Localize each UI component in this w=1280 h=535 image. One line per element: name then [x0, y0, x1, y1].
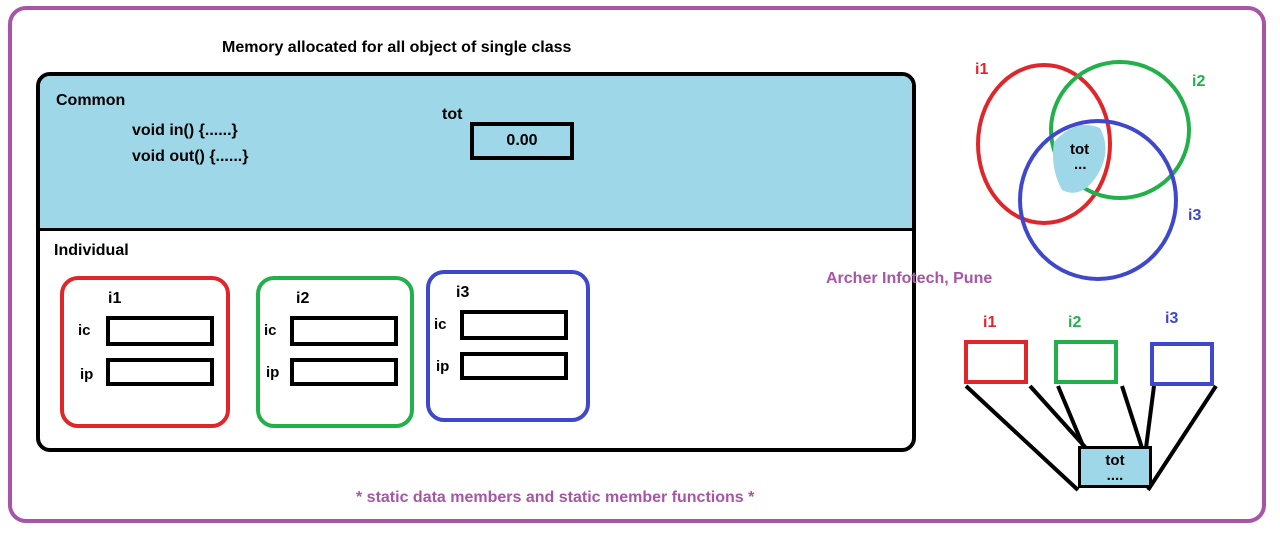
tree-line-i3-left — [1144, 385, 1156, 449]
tree-tot-box: tot .... — [1078, 446, 1152, 488]
individual-label: Individual — [54, 242, 129, 259]
tot-value: 0.00 — [506, 132, 538, 149]
method-out: void out() {......} — [132, 148, 249, 165]
venn-label-i1: i1 — [975, 61, 989, 78]
credit-text: Archer Infotech, Pune — [826, 270, 993, 287]
object-i3-ip-label: ip — [436, 358, 450, 375]
tree-connector-lines — [964, 384, 1218, 492]
object-i3-ic-field — [460, 310, 568, 340]
tree-line-i1-left — [964, 384, 1080, 492]
tot-label: tot — [442, 106, 463, 123]
venn-circle-i3 — [1018, 119, 1178, 281]
tree-box-i2 — [1054, 340, 1118, 384]
object-i2-ip-label: ip — [266, 364, 280, 381]
diagram-title: Memory allocated for all object of singl… — [222, 39, 572, 56]
object-i2: i2 ic ip — [256, 276, 414, 428]
object-i1-ip-field — [106, 358, 214, 386]
object-i2-ic-field — [290, 316, 398, 346]
object-i1: i1 ic ip — [60, 276, 230, 428]
tree-box-i3 — [1150, 342, 1214, 386]
venn-center-label: tot — [1070, 141, 1090, 158]
tree-tot-dots: .... — [1106, 467, 1124, 484]
object-i3-ic-label: ic — [434, 316, 447, 333]
venn-diagram — [976, 60, 1191, 281]
common-section: Common void in() {......} void out() {..… — [40, 76, 912, 231]
object-i2-ip-field — [290, 358, 398, 386]
object-i1-ic-field — [106, 316, 214, 346]
object-i3-label: i3 — [456, 284, 470, 301]
tree-label-i3: i3 — [1165, 310, 1179, 327]
outer-frame — [8, 6, 1266, 523]
tree-line-i2-right — [1120, 385, 1144, 449]
memory-block: Common void in() {......} void out() {..… — [36, 72, 916, 452]
tree-line-i1-right — [1028, 384, 1088, 450]
object-i2-ic-label: ic — [264, 322, 277, 339]
method-in: void in() {......} — [132, 122, 238, 139]
venn-center-dots: ... — [1074, 156, 1087, 173]
venn-label-i3: i3 — [1188, 207, 1202, 224]
venn-circle-i2 — [1049, 60, 1191, 200]
tree-line-i2-left — [1056, 385, 1086, 449]
tot-value-box: 0.00 — [470, 122, 574, 160]
object-i3-ip-field — [460, 352, 568, 380]
object-i1-ip-label: ip — [80, 366, 94, 383]
tree-line-i3-right — [1146, 384, 1218, 492]
footer-note: * static data members and static member … — [356, 489, 755, 506]
tree-label-i1: i1 — [983, 314, 997, 331]
tree-tot-label: tot — [1105, 452, 1125, 469]
object-i3: i3 ic ip — [426, 270, 590, 422]
tree-label-i2: i2 — [1068, 314, 1082, 331]
object-i2-label: i2 — [296, 290, 310, 307]
common-label: Common — [56, 92, 126, 109]
venn-label-i2: i2 — [1192, 73, 1206, 90]
object-i1-ic-label: ic — [78, 322, 91, 339]
venn-circle-i1 — [976, 63, 1112, 225]
tree-box-i1 — [964, 340, 1028, 384]
venn-center-region — [1053, 125, 1106, 193]
object-i1-label: i1 — [108, 290, 122, 307]
